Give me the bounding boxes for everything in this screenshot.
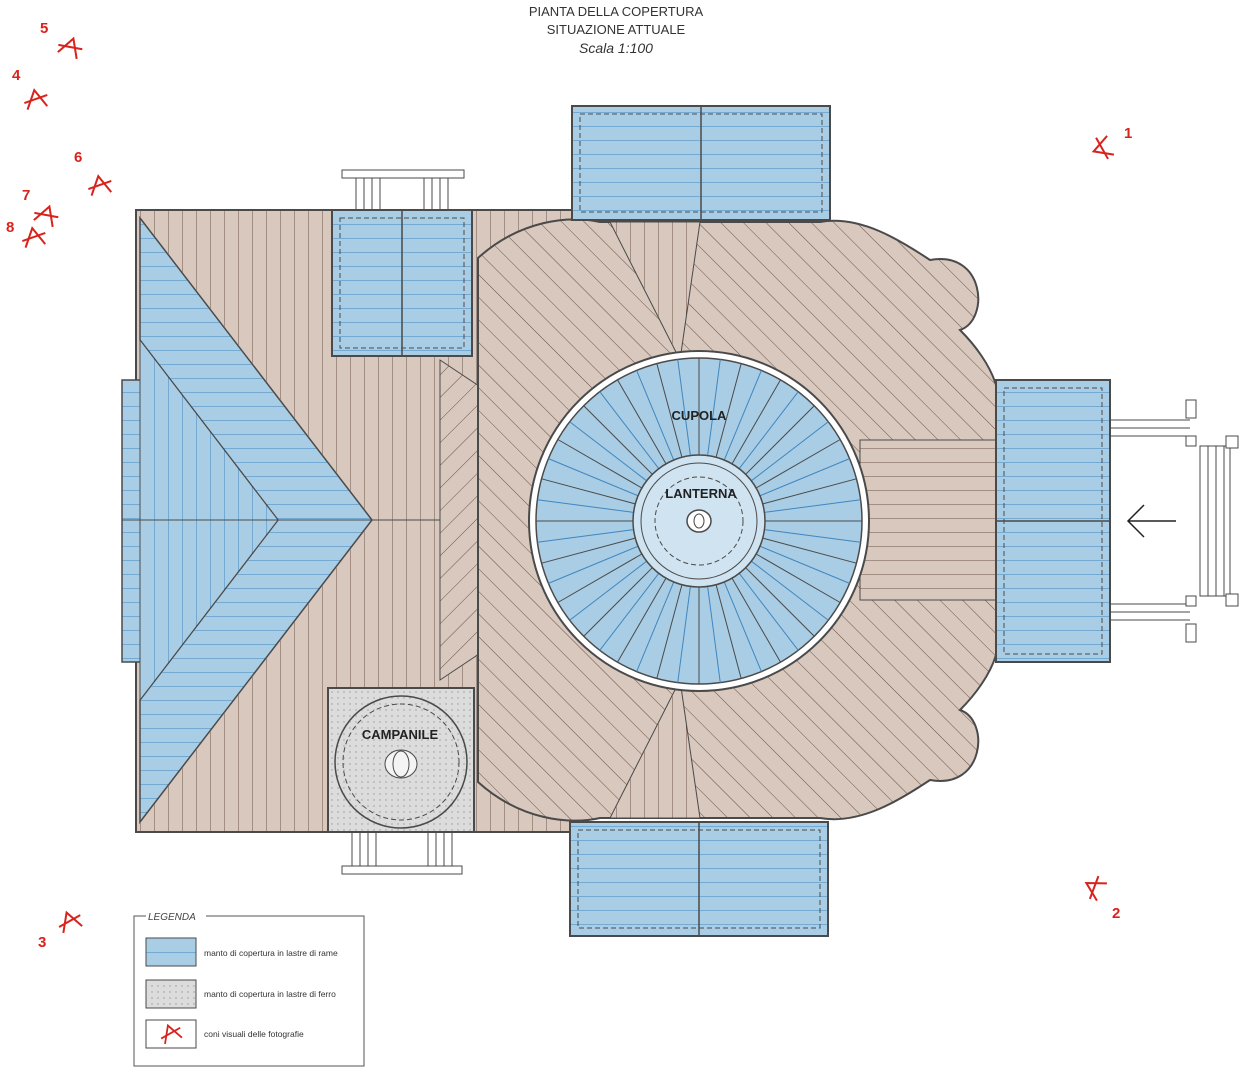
viewpoint-1: 1: [1088, 125, 1132, 164]
apse-east-wedge: [859, 439, 997, 601]
lanterna-knob: [693, 513, 705, 529]
cupola-rib: [731, 577, 781, 663]
cupola-rib: [617, 379, 667, 465]
north-steps: [341, 169, 465, 210]
cupola-rib: [569, 560, 647, 621]
cupola-rib: [707, 586, 721, 683]
east-steps: [1110, 399, 1239, 643]
cupola-rib: [677, 586, 691, 683]
lanterna-dashed-ring: [654, 476, 744, 566]
cupola-rib: [677, 359, 691, 456]
viewpoint-7-number: 7: [22, 187, 30, 204]
campanile-drum-dashed: [342, 703, 460, 821]
apse-south-wedge: [609, 678, 701, 819]
cupola-rib: [537, 499, 634, 513]
legend-copper-label: manto di copertura in lastre di rame: [204, 948, 338, 958]
cupola-rib: [745, 405, 815, 475]
cupola-rib: [715, 584, 742, 679]
lanterna-label: LANTERNA: [665, 486, 737, 501]
cupola-rib: [617, 577, 667, 663]
legend-frame: [133, 915, 365, 1067]
cupola-rib: [759, 545, 850, 584]
cupola-rib: [569, 421, 647, 482]
drawing-subtitle: SITUAZIONE ATTUALE: [546, 22, 686, 37]
viewpoint-5: 5: [40, 20, 86, 61]
drawing-title: PIANTA DELLA COPERTURA: [528, 4, 704, 19]
cupola-rib: [656, 584, 683, 679]
cupola-rib: [755, 439, 841, 489]
drawing-scale: Scala 1:100: [579, 40, 653, 56]
cupola-rib: [738, 391, 799, 469]
cupola-rib: [541, 478, 636, 505]
cupola-rib: [731, 379, 781, 465]
legend: LEGENDA manto di copertura in lastre di …: [133, 912, 365, 1067]
legend-iron-label: manto di copertura in lastre di ferro: [204, 989, 336, 999]
cupola-rib: [636, 581, 675, 672]
viewpoint-2-number: 2: [1112, 905, 1120, 922]
cupola-rib: [764, 499, 861, 513]
cupola-rib: [745, 567, 815, 637]
south-steps: [341, 832, 463, 875]
viewpoint-7: 7: [22, 187, 62, 229]
cupola-rib: [751, 421, 829, 482]
lanterna-inner-ring: [640, 462, 758, 580]
lanterna-finial: [686, 509, 712, 533]
viewpoint-4: 4: [12, 67, 51, 111]
viewpoint-4-number: 4: [12, 67, 21, 84]
campanile-label: CAMPANILE: [362, 727, 439, 742]
cupola-rib: [656, 363, 683, 458]
cupola-rib: [751, 560, 829, 621]
cupola-ribs: [536, 358, 862, 684]
viewpoint-8-number: 8: [6, 219, 14, 236]
viewpoint-5-number: 5: [40, 20, 48, 37]
cupola-rib: [715, 363, 742, 458]
cupola-rib: [759, 458, 850, 497]
legend-copper-swatch: [145, 937, 197, 967]
legend-iron-swatch: [145, 979, 197, 1009]
viewpoint-2: 2: [1079, 871, 1120, 922]
viewpoint-3: 3: [38, 907, 86, 951]
cupola-rib: [764, 529, 861, 543]
cupola-rib: [583, 405, 653, 475]
cupola-rib: [541, 537, 636, 564]
viewpoint-6-number: 6: [74, 149, 82, 166]
cupola-rib: [583, 567, 653, 637]
legend-cone-label: coni visuali delle fotografie: [204, 1029, 304, 1039]
cupola-rib: [762, 478, 857, 505]
viewpoint-8: 8: [6, 219, 49, 249]
cupola-rib: [548, 458, 639, 497]
viewpoint-6: 6: [74, 149, 115, 197]
apse-north-wedge: [609, 221, 701, 362]
cupola-rib: [762, 537, 857, 564]
cupola-rib: [599, 573, 660, 651]
viewpoint-1-number: 1: [1124, 125, 1132, 142]
campanile-finial: [392, 750, 410, 778]
cupola-rib: [707, 359, 721, 456]
cupola-rib: [723, 581, 762, 672]
cupola-rib: [755, 553, 841, 603]
cupola-rib: [537, 529, 634, 543]
entrance-arrow-icon: [1126, 504, 1176, 538]
cupola-rib: [738, 573, 799, 651]
cupola-rib: [723, 370, 762, 461]
cupola-rib: [557, 553, 643, 603]
cupola-rib: [557, 439, 643, 489]
cupola-rib: [636, 370, 675, 461]
cupola-label: CUPOLA: [672, 408, 728, 423]
campanile-lantern: [384, 749, 418, 779]
north-porch-outline: [339, 217, 465, 349]
legend-title: LEGENDA: [148, 912, 196, 923]
cupola-rib: [599, 391, 660, 469]
viewpoint-3-number: 3: [38, 934, 46, 951]
east-porch-outline: [1003, 387, 1103, 655]
north-transept-outline: [579, 113, 823, 213]
south-transept-outline: [577, 829, 821, 929]
cupola-rib: [548, 545, 639, 584]
